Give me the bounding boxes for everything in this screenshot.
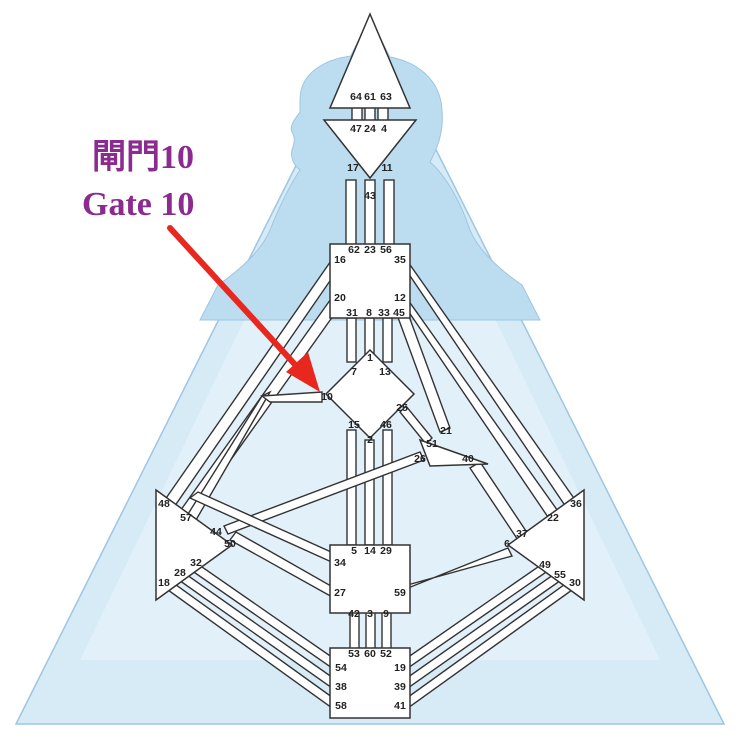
annotation: 閘門10 Gate 10 [82, 139, 320, 392]
gate-36: 36 [570, 498, 582, 510]
annotation-line-english: Gate 10 [82, 186, 194, 223]
gate-4: 4 [381, 123, 387, 135]
gate-26: 26 [414, 453, 426, 465]
annotation-arrow-shaft [167, 225, 303, 373]
solar-plexus-center [506, 488, 585, 602]
gate-54: 54 [335, 662, 347, 674]
gate-8: 8 [366, 307, 372, 319]
g-center [324, 348, 416, 440]
gate-11: 11 [381, 162, 392, 174]
gate-5: 5 [351, 545, 357, 557]
gate-21: 21 [440, 425, 452, 437]
gate-labels: 64 61 63 47 24 4 17 11 43 62 23 56 16 35… [158, 91, 582, 712]
gate-42: 42 [348, 608, 360, 620]
gate-46: 46 [380, 419, 392, 431]
gate-43: 43 [364, 190, 376, 202]
channel-17-62 [345, 179, 357, 247]
gate-34: 34 [334, 557, 346, 569]
annotation-line-chinese: 閘門10 [92, 139, 194, 176]
gate-14: 14 [364, 545, 376, 557]
channel-2-14 [364, 439, 375, 546]
gate-24: 24 [364, 123, 376, 135]
gate-13: 13 [379, 366, 391, 378]
gate-50: 50 [224, 538, 236, 550]
gate-6: 6 [504, 538, 510, 550]
channel-46-29 [382, 429, 393, 546]
gate-58: 58 [335, 700, 347, 712]
gate-18: 18 [158, 577, 170, 589]
channel-26-44 [223, 451, 425, 535]
gate-22: 22 [547, 512, 559, 524]
sacral-center [329, 544, 411, 614]
spleen-center [155, 488, 234, 602]
gate-47: 47 [350, 123, 362, 135]
gate-33: 33 [378, 307, 390, 319]
gate-44: 44 [210, 526, 222, 538]
gate-10: 10 [321, 391, 333, 403]
gate-45: 45 [393, 307, 405, 319]
centers [155, 12, 585, 719]
gate-64: 64 [350, 91, 362, 103]
gate-38: 38 [335, 681, 347, 693]
gate-56: 56 [380, 244, 392, 256]
gate-20: 20 [334, 292, 346, 304]
gate-27: 27 [334, 587, 346, 599]
gate-53: 53 [348, 648, 360, 660]
gate-1: 1 [367, 352, 373, 364]
gate-59: 59 [394, 587, 406, 599]
gate-61: 61 [364, 91, 376, 103]
gate-57: 57 [180, 512, 192, 524]
root-center [329, 647, 411, 719]
channel-33-13 [382, 317, 393, 363]
gate-49: 49 [539, 559, 551, 571]
gate-60: 60 [364, 648, 376, 660]
gate-63: 63 [380, 91, 392, 103]
gate-52: 52 [380, 648, 392, 660]
gate-29: 29 [380, 545, 392, 557]
gate-41: 41 [394, 700, 406, 712]
gate-55: 55 [554, 569, 566, 581]
gate-15: 15 [348, 419, 360, 431]
gate-48: 48 [158, 498, 170, 510]
gate-28: 28 [174, 567, 186, 579]
gate-25: 25 [396, 402, 408, 414]
throat-center [329, 243, 411, 319]
gate-32: 32 [190, 557, 202, 569]
heart-center [418, 438, 489, 467]
ajna-center [322, 119, 418, 180]
channel-11-56 [383, 179, 395, 247]
gate-12: 12 [394, 292, 406, 304]
gate-39: 39 [394, 681, 406, 693]
head-center [328, 12, 412, 109]
gate-35: 35 [394, 254, 406, 266]
gate-30: 30 [569, 577, 581, 589]
gate-9: 9 [383, 608, 389, 620]
gate-37: 37 [516, 528, 528, 540]
gate-7: 7 [351, 366, 357, 378]
channel-25-51 [399, 404, 433, 446]
gate-16: 16 [334, 254, 346, 266]
gate-51: 51 [426, 438, 438, 450]
gate-2: 2 [367, 434, 373, 446]
gate-3: 3 [367, 608, 373, 620]
gate-17: 17 [347, 162, 359, 174]
channel-10-34 [260, 391, 323, 403]
gate-40: 40 [462, 453, 474, 465]
gate-62: 62 [348, 244, 360, 256]
gate-23: 23 [364, 244, 376, 256]
channels [160, 99, 580, 710]
annotation-arrow-head [286, 352, 320, 392]
channel-31-7 [346, 317, 357, 363]
gate-31: 31 [346, 307, 358, 319]
gate-19: 19 [394, 662, 406, 674]
